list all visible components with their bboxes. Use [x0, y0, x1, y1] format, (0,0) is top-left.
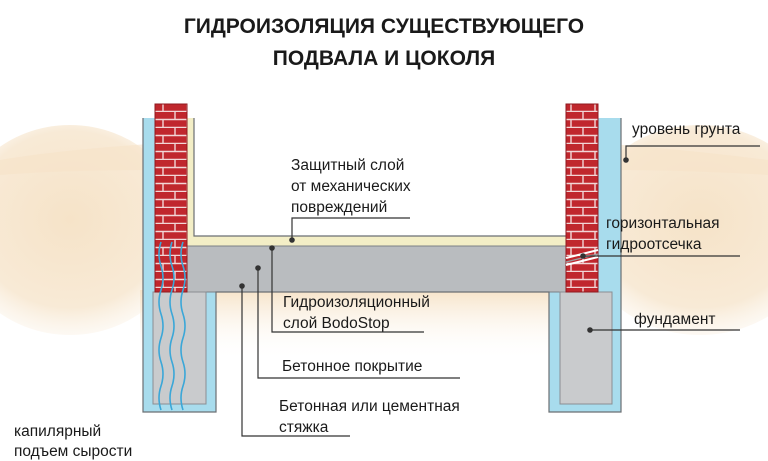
label-protective-layer: Защитный слой от механических повреждени…	[291, 157, 411, 216]
concrete-slab	[186, 246, 572, 292]
label-protective-2: от механических	[291, 178, 411, 195]
label-foundation: фундамент	[634, 311, 716, 328]
soil-right	[580, 125, 768, 335]
leader-dots	[239, 157, 629, 333]
soil-under-slab	[140, 290, 610, 360]
label-ground-level: уровень грунта	[632, 121, 741, 138]
label-screed: Бетонная или цементная стяжка	[279, 398, 460, 436]
label-concrete-cover: Бетонное покрытие	[282, 358, 422, 375]
leader-protective	[291, 217, 410, 240]
soil	[0, 125, 768, 360]
label-cutoff-1: горизонтальная	[606, 215, 720, 232]
label-waterproofing-2: слой BodoStop	[283, 315, 390, 332]
foundation-right	[559, 291, 613, 405]
label-screed-1: Бетонная или цементная	[279, 398, 460, 415]
capillary-moisture	[158, 241, 186, 411]
label-capillary: капилярный подъем сырости	[14, 423, 132, 460]
label-cutoff-2: гидроотсечка	[606, 236, 702, 253]
leader-ground	[625, 145, 760, 160]
diagram-title: ГИДРОИЗОЛЯЦИЯ СУЩЕСТВУЮЩЕГО ПОДВАЛА И ЦО…	[184, 15, 584, 70]
soil-left-surface	[0, 144, 150, 175]
label-waterproofing-1: Гидроизоляционный	[283, 294, 430, 311]
title-line-1: ГИДРОИЗОЛЯЦИЯ СУЩЕСТВУЮЩЕГО	[184, 15, 584, 38]
label-capillary-2: подъем сырости	[14, 443, 132, 460]
leader-screed	[241, 286, 350, 437]
label-capillary-1: капилярный	[14, 423, 101, 440]
soil-right-surface	[610, 144, 768, 175]
soil-left	[0, 125, 185, 335]
label-waterproofing-layer: Гидроизоляционный слой BodoStop	[283, 294, 430, 332]
leader-concrete	[257, 268, 460, 379]
leader-lines	[241, 145, 760, 437]
label-horizontal-cutoff: горизонтальная гидроотсечка	[606, 215, 720, 253]
title-line-2: ПОДВАЛА И ЦОКОЛЯ	[273, 47, 495, 70]
leader-waterproofing	[271, 248, 424, 333]
label-protective-1: Защитный слой	[291, 157, 404, 174]
label-protective-3: повреждений	[291, 199, 387, 216]
label-screed-2: стяжка	[279, 419, 329, 436]
